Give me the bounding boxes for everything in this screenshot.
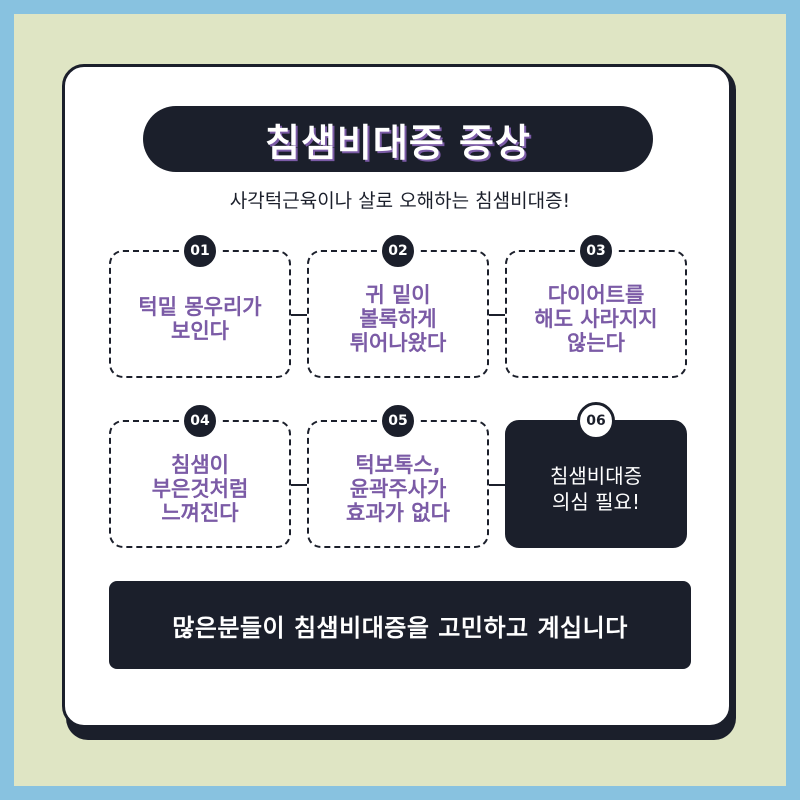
- symptom-card-2: 귀 밑이 볼록하게 튀어나왔다: [307, 250, 489, 378]
- symptom-card-5: 턱보톡스, 윤곽주사가 효과가 없다: [307, 420, 489, 548]
- symptom-number-badge: 02: [379, 232, 417, 270]
- symptom-number-badge: 04: [181, 402, 219, 440]
- bottom-banner: 많은분들이 침샘비대증을 고민하고 계십니다: [109, 581, 691, 669]
- subtitle: 사각턱근육이나 살로 오해하는 침샘비대증!: [229, 190, 571, 212]
- symptom-card-6: 침샘비대증 의심 필요!: [505, 420, 687, 548]
- symptom-number-badge: 01: [181, 232, 219, 270]
- connector-2-3: [489, 314, 505, 316]
- symptom-number-badge: 05: [379, 402, 417, 440]
- symptom-text: 귀 밑이 볼록하게 튀어나왔다: [349, 283, 447, 355]
- symptom-number-badge: 03: [577, 232, 615, 270]
- banner-text: 많은분들이 침샘비대증을 고민하고 계십니다: [172, 613, 628, 642]
- symptom-text: 침샘비대증 의심 필요!: [550, 464, 642, 514]
- title-pill: 침샘비대증 증상: [143, 106, 653, 172]
- symptom-text: 턱밑 몽우리가 보인다: [138, 295, 262, 343]
- connector-4-5: [291, 484, 307, 486]
- symptom-card-3: 다이어트를 해도 사라지지 않는다: [505, 250, 687, 378]
- symptom-text: 턱보톡스, 윤곽주사가 효과가 없다: [346, 453, 450, 525]
- symptom-text: 침샘이 부은것처럼 느껴진다: [151, 453, 249, 525]
- connector-1-2: [291, 314, 307, 316]
- page-title: 침샘비대증 증상: [265, 120, 531, 165]
- symptom-text: 다이어트를 해도 사라지지 않는다: [534, 283, 658, 355]
- symptom-card-4: 침샘이 부은것처럼 느껴진다: [109, 420, 291, 548]
- connector-5-6: [489, 484, 505, 486]
- symptom-number-badge: 06: [577, 402, 615, 440]
